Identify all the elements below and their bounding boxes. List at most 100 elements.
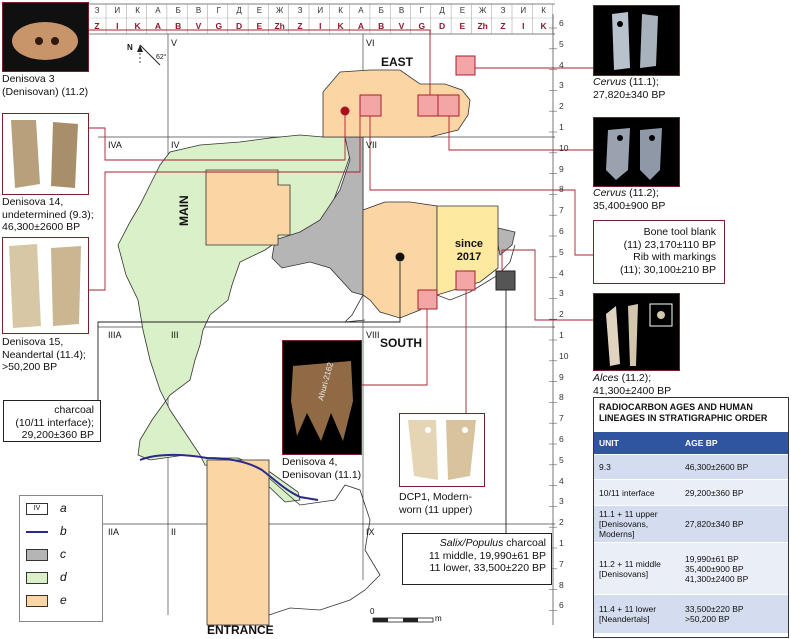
scale-latin-letter: K	[134, 21, 141, 31]
label-cervus2-age: 35,400±900 BP	[593, 199, 666, 212]
table-header-row: UNIT AGE BP	[594, 432, 788, 454]
scale-row-number: 8	[559, 392, 564, 403]
legend-letter-c: c	[60, 547, 66, 561]
legend-item-e: e	[26, 593, 98, 608]
top-grid-scale	[88, 3, 555, 35]
legend-letter-d: d	[60, 570, 67, 584]
scale-row-number: 4	[559, 475, 564, 486]
label-denisova14: Denisova 14, undetermined (9.3); 46,300±…	[2, 196, 94, 234]
scale-row-number: 1	[559, 330, 564, 340]
label-cervus1-taxon: Cervus	[593, 76, 627, 88]
label-dcp1-line2: worn (11 upper)	[399, 503, 473, 516]
scale-latin-letter: K	[337, 21, 344, 31]
since-2017-label: since 2017	[454, 238, 484, 263]
label-charcoal-line3: 29,200±360 BP	[21, 429, 94, 441]
scale-latin-letter: G	[215, 21, 223, 31]
scale-cyrillic-letter: И	[317, 6, 324, 15]
table-cell-age: 27,820±340 BP	[682, 519, 786, 529]
legend-item-b: b	[26, 524, 98, 539]
scale-latin-letter: I	[319, 21, 322, 31]
table-cell-age-line: 27,820±340 BP	[685, 519, 744, 529]
scale-bar-zero: 0	[370, 607, 375, 616]
right-grid-scale	[549, 14, 557, 625]
table-cell-unit-line: 11.2 + 11 middle	[599, 558, 661, 569]
area-label-main: MAIN	[177, 195, 191, 226]
scale-latin-letter: E	[459, 21, 466, 31]
scale-cyrillic-letter: Д	[236, 6, 242, 15]
cave-wall-outline	[343, 244, 516, 323]
label-bone-tool-line1: Bone tool blank	[643, 226, 716, 238]
scale-latin-letter: G	[418, 21, 426, 31]
scale-latin-letter: V	[195, 21, 202, 31]
label-bone-tool-line4: (11); 30,100±210 BP	[619, 263, 716, 276]
label-denisova4: Denisova 4, Denisovan (11.1)	[282, 456, 361, 481]
legend-letter-a: a	[60, 501, 67, 515]
grid-label-ii: II	[171, 527, 177, 537]
scale-cyrillic-letter: З	[94, 6, 100, 15]
sample-square-dcp1	[455, 270, 476, 291]
legend-key-grid-label: IV	[26, 503, 48, 515]
table-row: 11.4 + 11 lower[Neandertals]33,500±220 B…	[594, 594, 788, 633]
label-charcoal-line1: charcoal	[54, 404, 94, 416]
scale-row-number: 6	[559, 600, 564, 611]
legend-key-drip-line	[26, 531, 48, 533]
scale-latin-letter: Z	[297, 21, 303, 31]
scale-cyrillic-letter: Б	[175, 6, 181, 15]
table-cell-age: 29,200±360 BP	[682, 488, 786, 498]
scale-latin-letter: Zh	[274, 21, 285, 31]
table-cell-unit-line: [Neandertals]	[599, 614, 650, 624]
table-cell-age-line: 46,300±2600 BP	[685, 462, 749, 472]
label-dcp1-line1: DCP1, Modern-	[399, 491, 472, 503]
scale-row-number: 4	[559, 267, 564, 278]
scale-row-number: 6	[559, 226, 564, 236]
table-cell-unit-line: 11.1 + 11 upper	[599, 509, 658, 519]
label-denisova3-line1: Denisova 3	[2, 73, 55, 85]
scale-cyrillic-letter: Ж	[275, 6, 284, 15]
grid-label-vii: VII	[366, 140, 378, 150]
scale-latin-letter: A	[357, 21, 364, 31]
legend-item-a: IV a	[26, 501, 98, 516]
black-leader-lines	[97, 262, 507, 533]
area-label-east: EAST	[381, 55, 414, 69]
label-denisova3-line2: (Denisovan) (11.2)	[2, 85, 89, 98]
table-row: 11.1 + 11 upper[Denisovans, Moderns]27,8…	[594, 505, 788, 542]
photo-cervus2	[593, 117, 680, 187]
legend-key-orange	[26, 595, 48, 607]
scale-row-number: 4	[559, 59, 564, 70]
area-label-south: SOUTH	[380, 336, 422, 350]
table-cell-unit: 10/11 interface	[594, 488, 682, 498]
grid-label-iv: IV	[171, 140, 180, 150]
scale-cyrillic-letter: Г	[216, 6, 221, 15]
find-point-south	[395, 252, 405, 262]
drip-line	[139, 453, 319, 501]
label-salix-type: charcoal	[503, 537, 546, 549]
scale-latin-letter: Z	[500, 21, 506, 31]
scale-cyrillic-letter: А	[155, 6, 161, 15]
label-cervus2-taxon: Cervus	[593, 187, 627, 199]
label-denisova4-line2: Denisovan (11.1)	[282, 468, 362, 481]
label-alces-taxon: Alces	[593, 372, 619, 384]
label-salix-line2: 11 middle, 19,990±61 BP	[428, 549, 546, 562]
sample-square-east-top	[455, 55, 476, 76]
scale-cyrillic-letter: Е	[459, 6, 466, 15]
main-chamber-area	[117, 134, 353, 503]
scale-cyrillic-letter: К	[338, 6, 343, 15]
table-cell-age-line: 29,200±360 BP	[685, 487, 744, 498]
table-cell-unit: 9.3	[594, 462, 682, 472]
north-label: N	[127, 43, 133, 52]
grid-label-v: V	[171, 38, 178, 48]
label-denisova15-line3: >50,200 BP	[2, 361, 58, 373]
label-denisova14-line3: 46,300±2600 BP	[2, 221, 81, 233]
legend-key-green	[26, 572, 48, 584]
scale-row-number: 7	[559, 413, 564, 424]
scale-latin-letter: B	[175, 21, 182, 31]
photo-denisova15	[2, 237, 89, 334]
label-alces: Alces (11.2); 41,300±2400 BP	[593, 372, 671, 397]
entrance-area	[206, 459, 270, 626]
grid-label-iva: IVA	[108, 140, 122, 150]
scale-cyrillic-letter: Г	[419, 6, 424, 15]
area-label-entrance: ENTRANCE	[207, 623, 274, 637]
photo-denisova3	[2, 2, 89, 72]
